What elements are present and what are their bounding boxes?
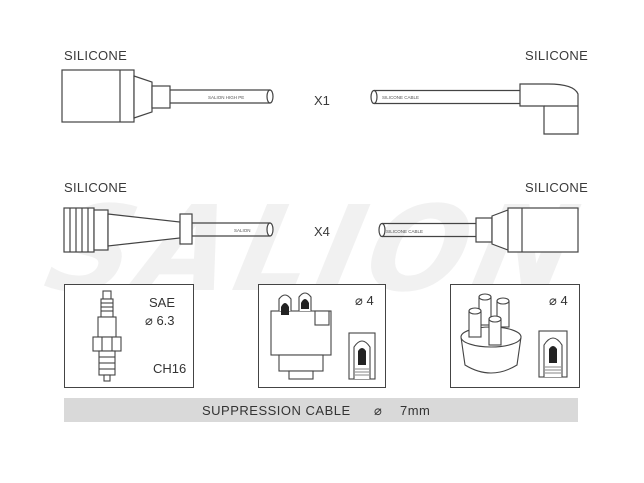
distributor-2-diameter: ⌀ 4 bbox=[549, 293, 568, 309]
diameter-symbol: ⌀ bbox=[374, 403, 383, 418]
spark-plug-box: SAE ⌀ 6.3 CH16 bbox=[64, 284, 194, 388]
suppression-cable-diameter: 7mm bbox=[400, 403, 431, 418]
row2-quantity: X4 bbox=[314, 224, 330, 239]
row2-right-boot bbox=[378, 207, 579, 253]
row1-right-boot bbox=[370, 83, 579, 135]
row1-left-cable-print: SALION HIGH PE bbox=[208, 95, 244, 100]
row1-right-cable-print: SILICONE CABLE bbox=[382, 95, 419, 100]
row1-left-label: SILICONE bbox=[64, 48, 128, 63]
diameter-symbol: ⌀ bbox=[549, 293, 557, 308]
row1-left-boot bbox=[61, 69, 274, 123]
row2-left-label: SILICONE bbox=[64, 180, 128, 195]
spark-plug-hex-size: CH16 bbox=[153, 361, 187, 376]
distributor-1-diameter: ⌀ 4 bbox=[355, 293, 374, 309]
spark-plug-diameter-value: 6.3 bbox=[156, 313, 175, 328]
distributor-box-2: ⌀ 4 bbox=[450, 284, 580, 388]
spark-plug-standard: SAE bbox=[149, 295, 176, 310]
spark-plug-icon bbox=[92, 290, 122, 382]
suppression-cable-band: SUPPRESSION CABLE ⌀ 7mm bbox=[64, 398, 578, 422]
row1-quantity: X1 bbox=[314, 93, 330, 108]
distributor-2-diameter-value: 4 bbox=[560, 293, 568, 308]
row2-right-cable-print: SILICONE CABLE bbox=[386, 229, 423, 234]
diameter-symbol: ⌀ bbox=[355, 293, 363, 308]
distributor-1-diameter-value: 4 bbox=[366, 293, 374, 308]
distributor-cap-icon bbox=[270, 292, 376, 380]
row1-right-label: SILICONE bbox=[525, 48, 589, 63]
row2-left-cable-print: SALION bbox=[234, 228, 251, 233]
suppression-cable-label: SUPPRESSION CABLE bbox=[202, 403, 351, 418]
distributor-box-1: ⌀ 4 bbox=[258, 284, 386, 388]
row2-right-label: SILICONE bbox=[525, 180, 589, 195]
distributor-cap-round-icon bbox=[460, 293, 568, 378]
row2-left-boot bbox=[63, 207, 274, 253]
diameter-symbol: ⌀ bbox=[145, 313, 153, 328]
spark-plug-diameter: ⌀ 6.3 bbox=[145, 313, 175, 329]
